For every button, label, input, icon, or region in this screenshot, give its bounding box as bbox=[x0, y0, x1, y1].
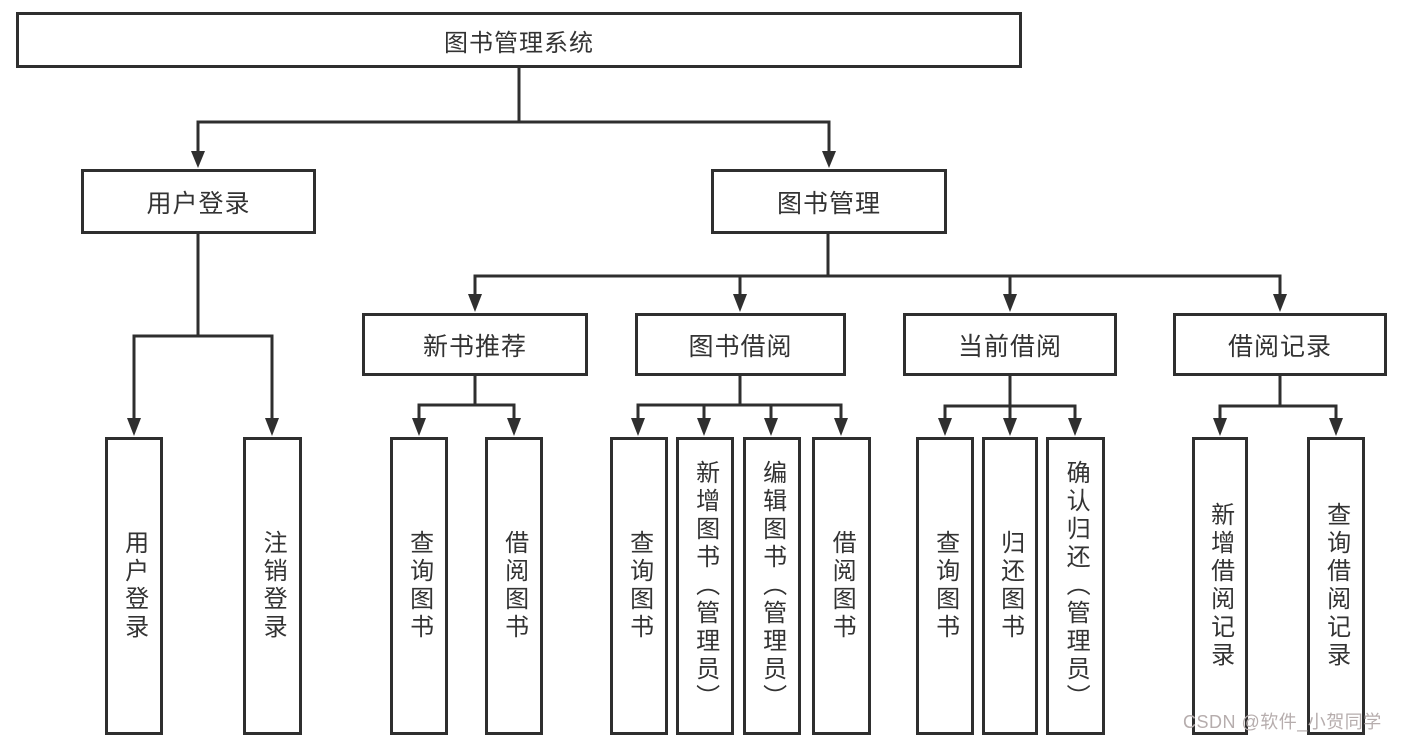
node-label: 用户登录 bbox=[146, 189, 251, 218]
node-book-management: 图书管理 bbox=[711, 169, 947, 234]
leaf-query-book-borrowing: 查询图书 bbox=[610, 437, 668, 735]
arrowhead-icon bbox=[1329, 418, 1343, 436]
leaf-add-borrow-record: 新增借阅记录 bbox=[1192, 437, 1248, 735]
node-label: 借阅记录 bbox=[1227, 332, 1332, 361]
arrowhead-icon bbox=[697, 418, 711, 436]
arrowhead-icon bbox=[127, 418, 141, 436]
leaf-logout: 注销登录 bbox=[243, 437, 302, 735]
node-label: 新书推荐 bbox=[422, 332, 527, 361]
node-label: 注销登录 bbox=[259, 530, 287, 642]
leaf-query-borrow-record: 查询借阅记录 bbox=[1307, 437, 1365, 735]
leaf-add-book-admin: 新增图书（管理员） bbox=[676, 437, 734, 735]
node-label: 查询图书 bbox=[625, 530, 653, 642]
node-label: 借阅图书 bbox=[500, 530, 528, 642]
node-label: 新增借阅记录 bbox=[1206, 502, 1234, 670]
arrowhead-icon bbox=[764, 418, 778, 436]
node-label: 当前借阅 bbox=[957, 332, 1062, 361]
arrowhead-icon bbox=[631, 418, 645, 436]
leaf-confirm-return-admin: 确认归还（管理员） bbox=[1046, 437, 1105, 735]
arrowhead-icon bbox=[822, 151, 836, 168]
csdn-watermark: CSDN @软件_小贺同学 bbox=[1183, 712, 1382, 732]
arrowhead-icon bbox=[468, 294, 482, 312]
node-label: 查询借阅记录 bbox=[1322, 502, 1350, 670]
node-label: 用户登录 bbox=[120, 530, 148, 642]
node-user-login: 用户登录 bbox=[81, 169, 316, 234]
leaf-edit-book-admin: 编辑图书（管理员） bbox=[743, 437, 801, 735]
arrowhead-icon bbox=[1273, 294, 1287, 312]
node-book-borrowing: 图书借阅 bbox=[635, 313, 846, 376]
arrowhead-icon bbox=[265, 418, 279, 436]
node-label: 查询图书 bbox=[405, 530, 433, 642]
node-new-book-recommend: 新书推荐 bbox=[362, 313, 588, 376]
node-current-borrowing: 当前借阅 bbox=[903, 313, 1117, 376]
leaf-user-login: 用户登录 bbox=[105, 437, 163, 735]
node-label: 编辑图书（管理员） bbox=[758, 460, 786, 712]
node-label: 归还图书 bbox=[996, 530, 1024, 642]
arrowhead-icon bbox=[1213, 418, 1227, 436]
leaf-borrow-book-recommend: 借阅图书 bbox=[485, 437, 543, 735]
arrowhead-icon bbox=[191, 151, 205, 168]
arrowhead-icon bbox=[938, 418, 952, 436]
node-label: 图书借阅 bbox=[688, 332, 793, 361]
leaf-return-book: 归还图书 bbox=[982, 437, 1038, 735]
leaf-query-book-current: 查询图书 bbox=[916, 437, 974, 735]
arrowhead-icon bbox=[733, 294, 747, 312]
arrowhead-icon bbox=[1068, 418, 1082, 436]
node-label: 图书管理 bbox=[776, 189, 881, 218]
arrowhead-icon bbox=[1003, 294, 1017, 312]
leaf-borrow-book-borrowing: 借阅图书 bbox=[812, 437, 871, 735]
arrowhead-icon bbox=[507, 418, 521, 436]
arrowhead-icon bbox=[834, 418, 848, 436]
node-label: 确认归还（管理员） bbox=[1062, 460, 1090, 712]
node-borrowing-records: 借阅记录 bbox=[1173, 313, 1387, 376]
node-label: 图书管理系统 bbox=[444, 29, 594, 57]
arrowhead-icon bbox=[1003, 418, 1017, 436]
node-library-system: 图书管理系统 bbox=[16, 12, 1022, 68]
node-label: 查询图书 bbox=[931, 530, 959, 642]
arrowhead-icon bbox=[412, 418, 426, 436]
node-label: 新增图书（管理员） bbox=[691, 460, 719, 712]
leaf-query-book-recommend: 查询图书 bbox=[390, 437, 448, 735]
node-label: 借阅图书 bbox=[828, 530, 856, 642]
